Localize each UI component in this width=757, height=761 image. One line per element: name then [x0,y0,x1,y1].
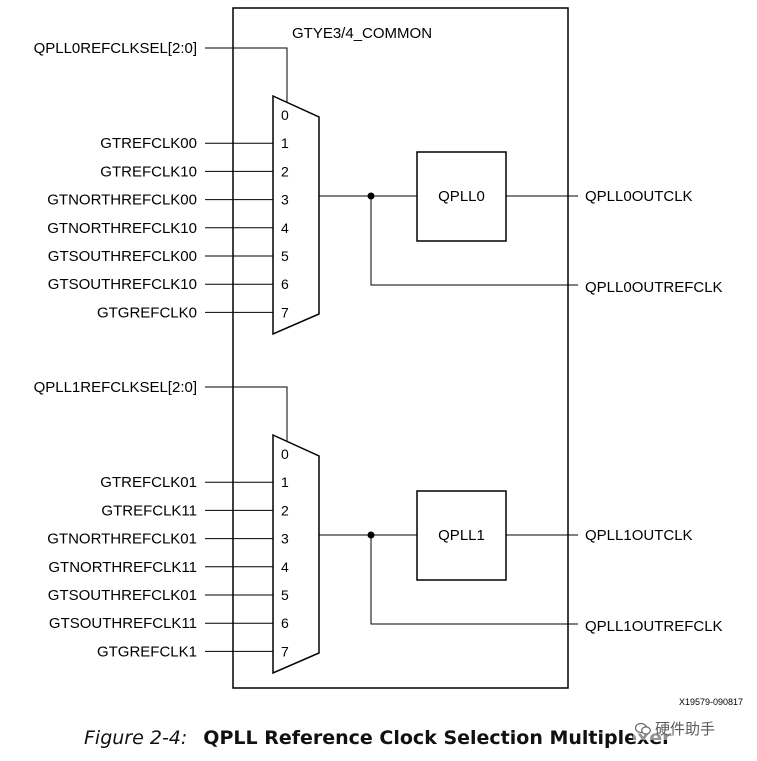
select-signal-label: QPLL1REFCLKSEL[2:0] [34,379,197,396]
mux-pin-number: 1 [281,135,289,151]
input-signal-label: GTSOUTHREFCLK10 [48,276,197,293]
mux-pin-number: 5 [281,248,289,264]
caption-title: QPLL Reference Clock Selection Multiplex… [203,727,672,749]
block-title: GTYE3/4_COMMON [292,25,432,42]
input-signal-label: GTREFCLK10 [100,163,197,180]
pll-box [416,151,507,242]
mux-pin-number: 2 [281,163,289,179]
input-signal-label: GTREFCLK00 [100,135,197,152]
outclk-label: QPLL1OUTCLK [585,527,693,544]
figure-caption: Figure 2-4: QPLL Reference Clock Selectio… [84,727,724,755]
figure-id: X19579-090817 [679,697,743,707]
pll-label: QPLL1 [438,527,485,544]
watermark-text: 硬件助手 [655,720,716,738]
mux1-group: QPLL1REFCLKSEL[2:0] 0 1 2 3 4 5 6 7 GTREFCLK01GTR… [34,379,723,675]
mux-pin-number: 3 [281,192,289,208]
outrefclk-line [370,196,578,286]
mux0-group: QPLL0REFCLKSEL[2:0] 0 1 2 3 4 5 6 7 GTREFCLK00GTR… [34,40,723,336]
input-signal-label: GTREFCLK11 [101,502,197,519]
mux-pin-number: 1 [281,474,289,490]
select-signal-label: QPLL0REFCLKSEL[2:0] [34,40,197,57]
mux-pin-number: 6 [281,615,289,631]
mux-shape [272,94,320,336]
mux-pin-number: 5 [281,587,289,603]
common-block-outline [232,7,569,689]
mux-pin-number: 4 [281,220,289,236]
pll-label: QPLL0 [438,188,485,205]
mux-pin-number: 7 [281,304,289,320]
input-signal-label: GTSOUTHREFCLK01 [48,587,197,604]
input-signal-label: GTSOUTHREFCLK00 [48,248,197,265]
input-signal-label: GTNORTHREFCLK01 [47,531,197,548]
select-line [205,47,288,104]
input-signal-label: GTGREFCLK1 [97,643,197,660]
mux-pin-number: 3 [281,531,289,547]
mux-pin-number: 0 [281,107,289,123]
input-signal-label: GTNORTHREFCLK10 [47,220,197,237]
mux-pin-number: 2 [281,502,289,518]
input-signal-label: GTGREFCLK0 [97,304,197,321]
input-signal-label: GTNORTHREFCLK11 [48,559,197,576]
outrefclk-label: QPLL0OUTREFCLK [585,279,723,296]
mux-pin-number: 4 [281,559,289,575]
outrefclk-label: QPLL1OUTREFCLK [585,618,723,635]
watermark: 硬件助手 [633,718,757,740]
input-signal-label: GTSOUTHREFCLK11 [49,615,197,632]
mux-pin-number: 7 [281,643,289,659]
mux-shape [272,433,320,675]
select-line [205,386,288,443]
mux-pin-number: 6 [281,276,289,292]
outrefclk-line [370,535,578,625]
chat-bubble-icon [635,722,651,735]
outclk-label: QPLL0OUTCLK [585,188,693,205]
mux-pin-number: 0 [281,446,289,462]
input-signal-label: GTNORTHREFCLK00 [47,192,197,209]
input-signal-label: GTREFCLK01 [100,474,197,491]
caption-figure-number: Figure 2-4: [84,727,188,749]
